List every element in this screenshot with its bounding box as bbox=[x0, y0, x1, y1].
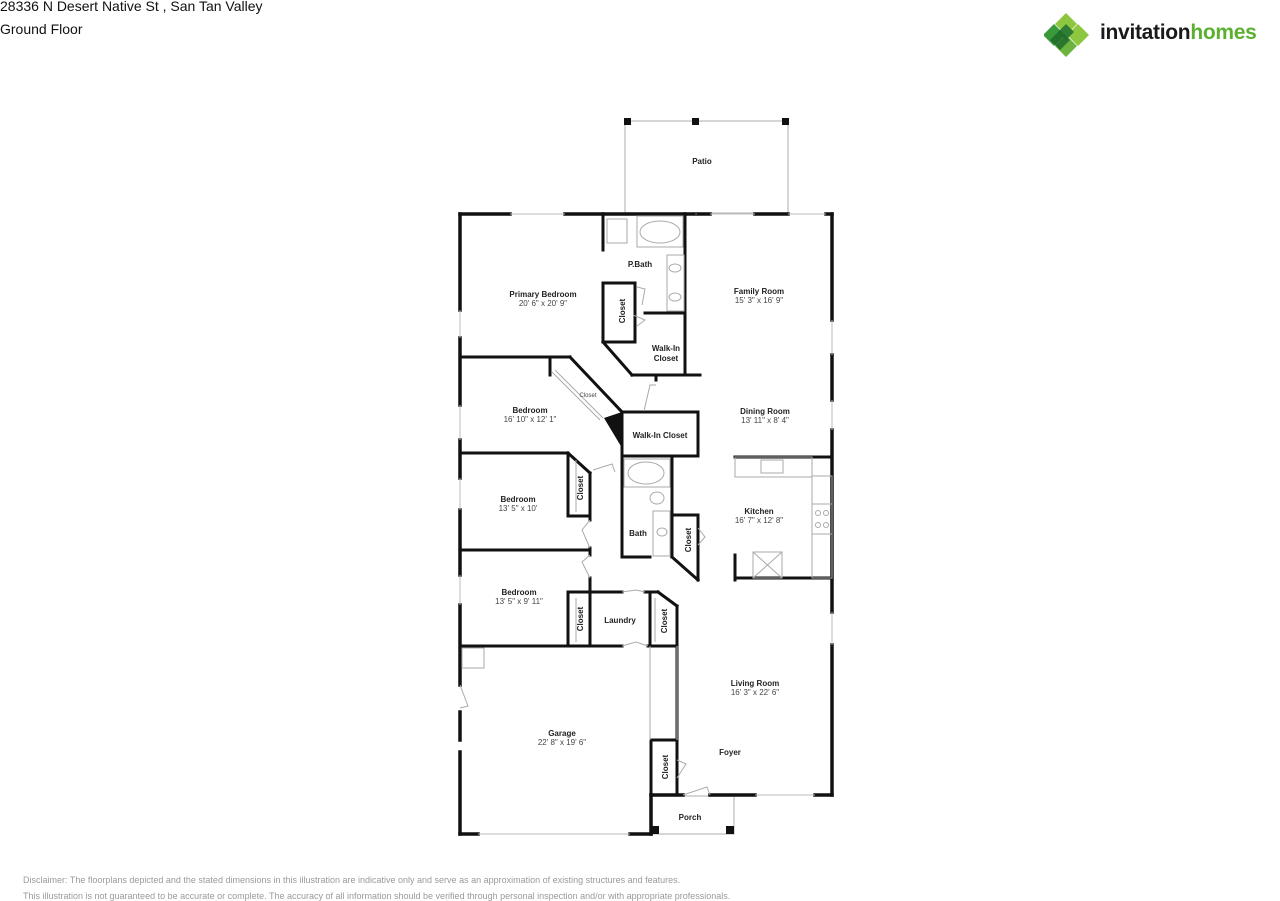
bath-label: Bath bbox=[629, 529, 647, 538]
porch-label: Porch bbox=[679, 813, 702, 822]
bedroom-4-label: Bedroom bbox=[501, 588, 536, 597]
logo-wordmark: invitationhomes bbox=[1100, 21, 1257, 45]
disclaimer-line-1: Disclaimer: The floorplans depicted and … bbox=[23, 875, 681, 885]
bedroom-3-dims: 13' 5" x 10' bbox=[499, 504, 538, 513]
garage-dims: 22' 8" x 19' 6" bbox=[538, 738, 586, 747]
exterior-walls bbox=[458, 212, 834, 836]
bedroom-3-label: Bedroom bbox=[500, 495, 535, 504]
invitation-homes-logo: invitationhomes bbox=[1043, 12, 1280, 58]
disclaimer-line-2: This illustration is not guaranteed to b… bbox=[23, 891, 731, 901]
bedroom-2-closet-label: Closet bbox=[579, 393, 596, 399]
bedroom-2-dims: 16' 10" x 12' 1" bbox=[504, 415, 557, 424]
fixtures bbox=[459, 213, 833, 796]
laundry-label: Laundry bbox=[604, 616, 636, 625]
foyer-label: Foyer bbox=[719, 748, 741, 757]
wall-wedge bbox=[604, 412, 622, 448]
garage-label: Garage bbox=[548, 729, 576, 738]
floor-label: Ground Floor bbox=[0, 21, 83, 37]
bedroom-4-closet-label: Closet bbox=[576, 606, 585, 631]
bedroom-4-dims: 13' 5" x 9' 11" bbox=[495, 597, 543, 606]
pbath-label: P.Bath bbox=[628, 260, 652, 269]
primary-bedroom-label: Primary Bedroom bbox=[509, 290, 576, 299]
windows bbox=[459, 213, 833, 835]
hall-closet-label: Closet bbox=[684, 527, 693, 552]
property-address: 28336 N Desert Native St , San Tan Valle… bbox=[0, 0, 263, 14]
primary-walkin-label-2: Closet bbox=[654, 354, 679, 363]
family-room-label: Family Room bbox=[734, 287, 784, 296]
dining-room-label: Dining Room bbox=[740, 407, 790, 416]
laundry-closet-label: Closet bbox=[660, 608, 669, 633]
walkin-closet-label: Walk-In Closet bbox=[633, 431, 688, 440]
living-room-dims: 16' 3" x 22' 6" bbox=[731, 688, 779, 697]
room-labels: Primary Bedroom 20' 6" x 20' 9" P.Bath C… bbox=[495, 260, 790, 822]
patio-label: Patio bbox=[692, 157, 712, 166]
logo-word-homes: homes bbox=[1190, 21, 1257, 44]
interior-walls bbox=[458, 212, 834, 797]
bedroom-3-closet-label: Closet bbox=[576, 475, 585, 500]
patio: Patio bbox=[624, 118, 789, 214]
living-room-label: Living Room bbox=[731, 679, 779, 688]
foyer-closet-label: Closet bbox=[661, 754, 670, 779]
logo-word-invitation: invitation bbox=[1100, 21, 1191, 44]
primary-bedroom-dims: 20' 6" x 20' 9" bbox=[519, 299, 567, 308]
logo-diamond-icon bbox=[1043, 13, 1089, 57]
primary-closet-label: Closet bbox=[618, 298, 627, 323]
kitchen-dims: 16' 7" x 12' 8" bbox=[735, 516, 783, 525]
family-room-dims: 15' 3" x 16' 9" bbox=[735, 296, 783, 305]
primary-walkin-label-1: Walk-In bbox=[652, 344, 680, 353]
kitchen-label: Kitchen bbox=[744, 507, 773, 516]
bedroom-2-label: Bedroom bbox=[512, 406, 547, 415]
dining-room-dims: 13' 11" x 8' 4" bbox=[741, 416, 789, 425]
